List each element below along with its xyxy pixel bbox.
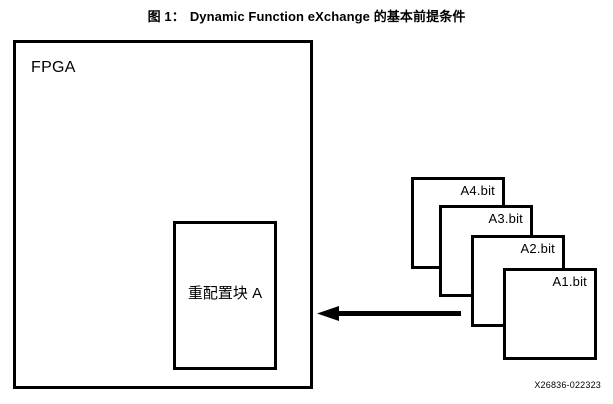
- bitstream-card-a1: A1.bit: [503, 268, 597, 360]
- bitstream-label: A3.bit: [488, 211, 523, 226]
- reconfig-block: 重配置块 A: [173, 221, 277, 370]
- figure-title: 图 1： Dynamic Function eXchange 的基本前提条件: [0, 6, 613, 25]
- bitstream-label: A4.bit: [460, 183, 495, 198]
- figure-title-text: Dynamic Function eXchange 的基本前提条件: [189, 9, 466, 24]
- document-id: X26836-022323: [534, 380, 601, 390]
- fpga-label: FPGA: [31, 59, 76, 76]
- figure-number: 图 1：: [147, 9, 185, 24]
- reconfig-block-label: 重配置块 A: [187, 285, 263, 302]
- bitstream-label: A2.bit: [520, 241, 555, 256]
- bitstream-label: A1.bit: [552, 274, 587, 289]
- fpga-box: FPGA: [13, 40, 313, 389]
